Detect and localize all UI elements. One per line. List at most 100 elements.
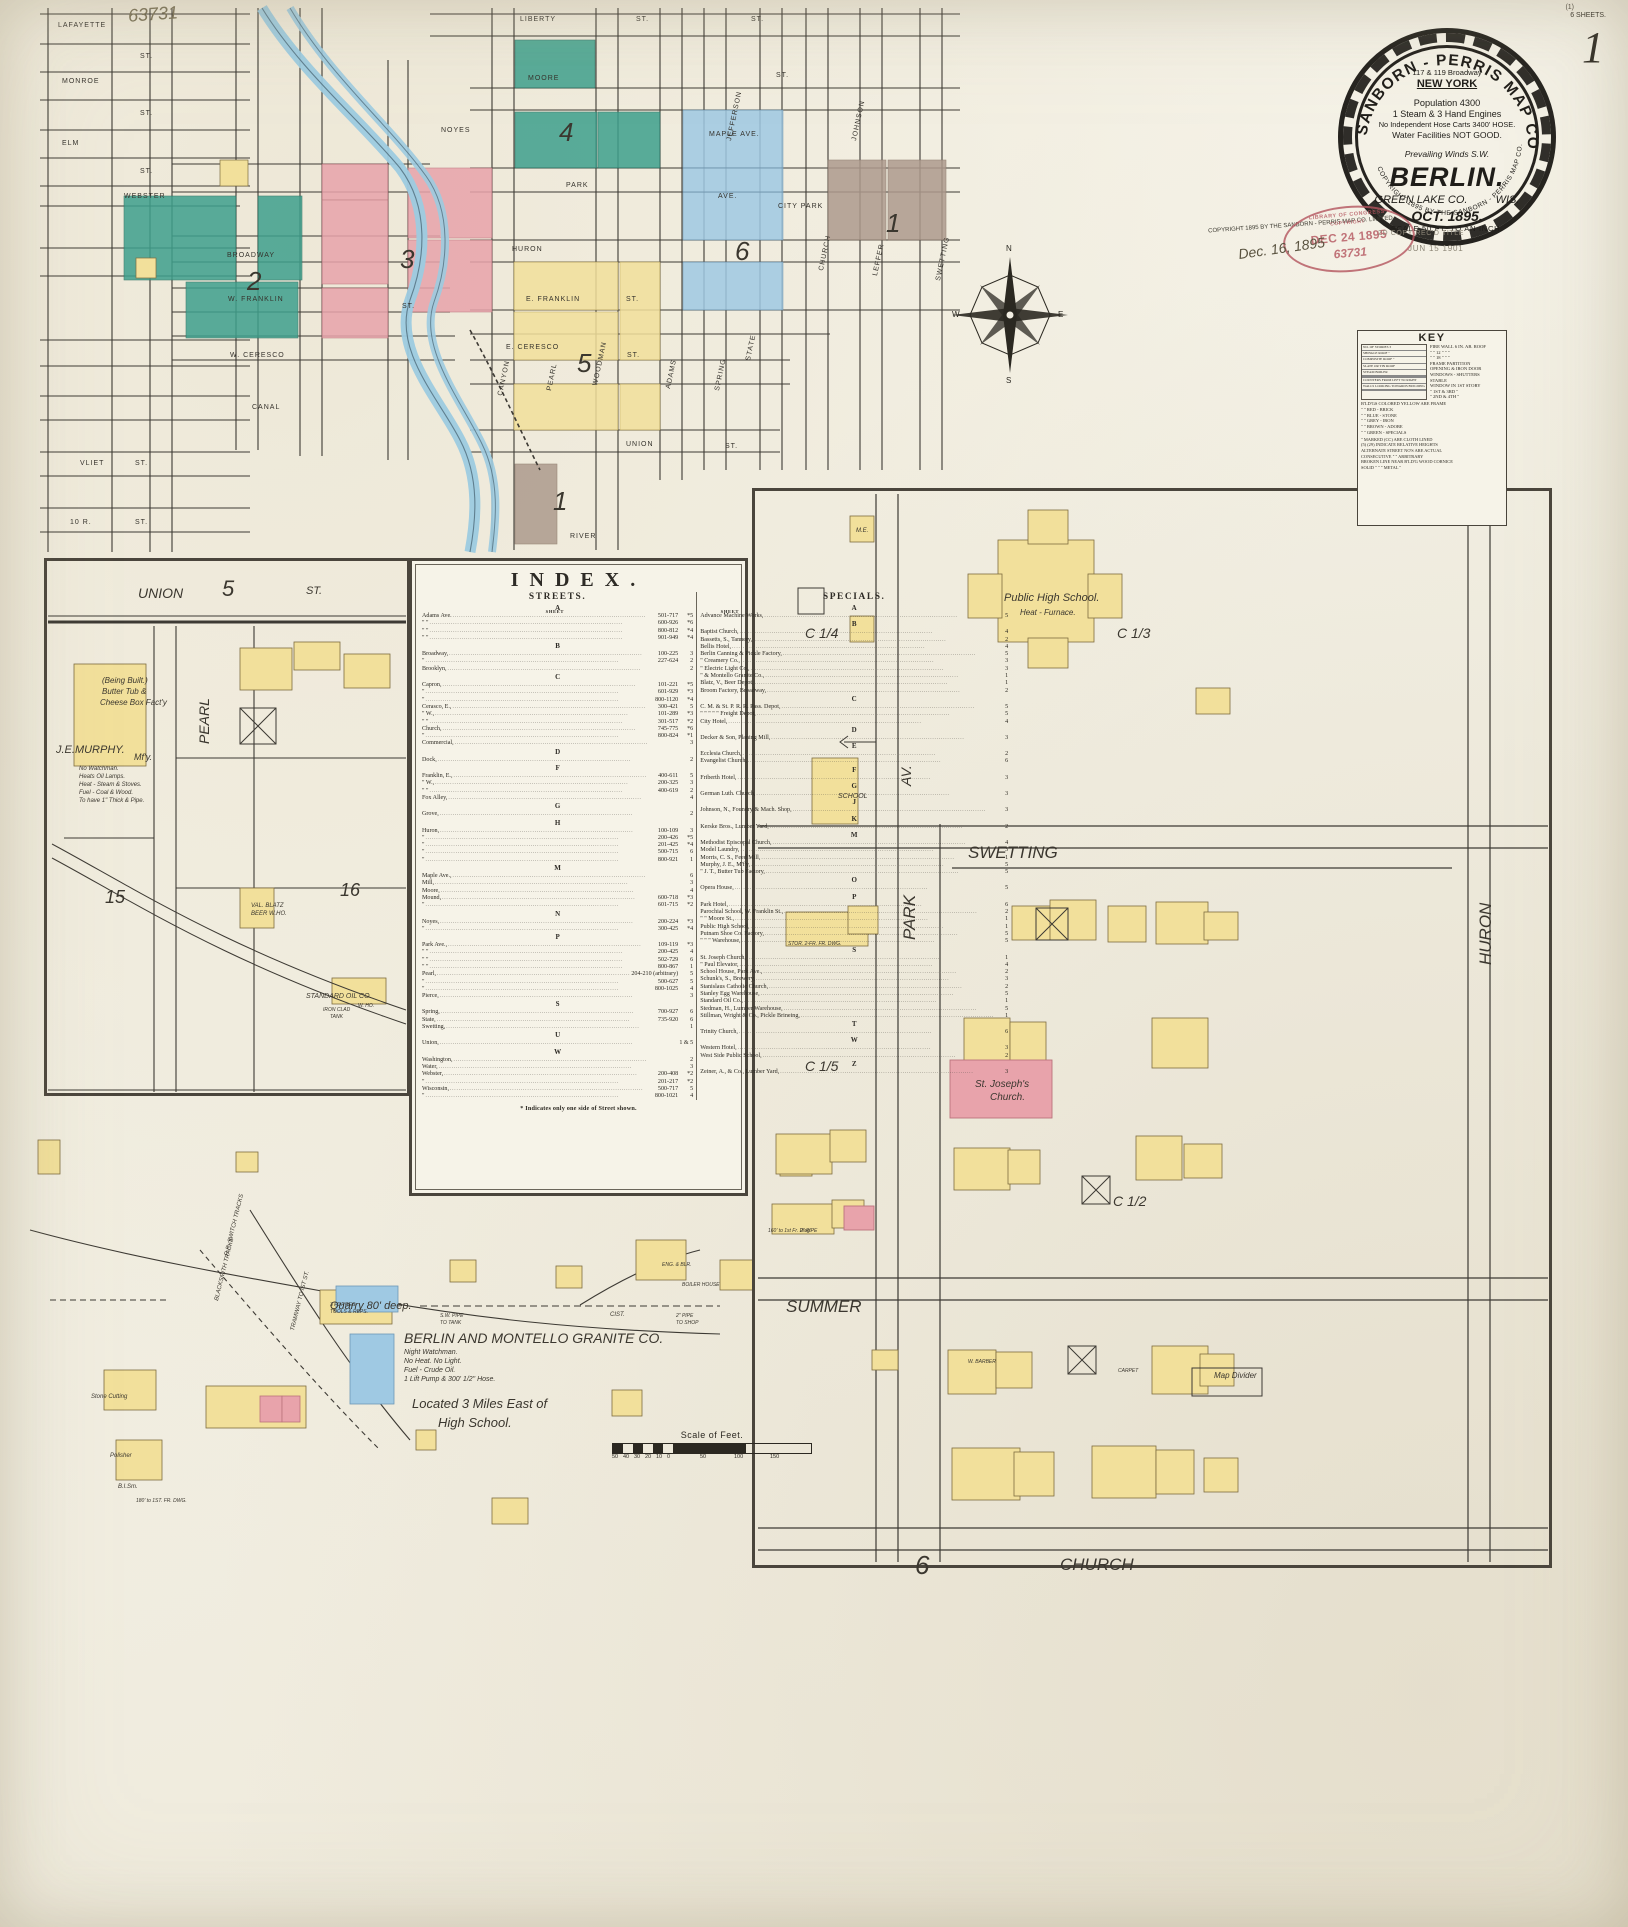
index-entry[interactable]: Union,..................................…: [422, 1040, 693, 1047]
index-entry[interactable]: " ".....................................…: [422, 949, 693, 956]
index-entry[interactable]: Stillman, Wright & Co., Pickle Brineing,…: [700, 1013, 1008, 1020]
index-entry[interactable]: Putnam Shoe Co. Factory,................…: [700, 931, 1008, 938]
index-entry[interactable]: " ".....................................…: [422, 635, 693, 642]
index-entry[interactable]: Washington,.............................…: [422, 1057, 693, 1064]
index-entry[interactable]: " Paul Elevator,........................…: [700, 962, 1008, 969]
index-entry[interactable]: C. M. & St. P. R. R. Pass. Depot,.......…: [700, 704, 1008, 711]
index-entry[interactable]: " ".....................................…: [422, 957, 693, 964]
index-entry[interactable]: ".......................................…: [422, 697, 693, 704]
index-entry[interactable]: Stanislaus Catholic Church,.............…: [700, 984, 1008, 991]
index-entry[interactable]: Wisconsin,..............................…: [422, 1086, 693, 1093]
index-entry[interactable]: Trinity Church,.........................…: [700, 1029, 1008, 1036]
index-entry[interactable]: Model Laundry,..........................…: [700, 847, 1008, 854]
index-entry[interactable]: Zeiner, A., & Co., Lumber Yard,.........…: [700, 1069, 1008, 1076]
index-entry[interactable]: ".......................................…: [422, 733, 693, 740]
index-entry[interactable]: Brooklyn,...............................…: [422, 666, 693, 673]
index-entry[interactable]: ".......................................…: [422, 849, 693, 856]
index-entry[interactable]: Broom Factory, Broadway,................…: [700, 688, 1008, 695]
index-entry[interactable]: " Creamery Co.,.........................…: [700, 658, 1008, 665]
index-entry[interactable]: Moore,..................................…: [422, 888, 693, 895]
index-entry[interactable]: " ".....................................…: [422, 620, 693, 627]
index-entry[interactable]: Methodist Episcopal Church,.............…: [700, 840, 1008, 847]
index-entry[interactable]: Commercial,.............................…: [422, 740, 693, 747]
index-entry[interactable]: " " " " " Freight Depot,................…: [700, 711, 1008, 718]
index-entry[interactable]: West Side Public School,................…: [700, 1053, 1008, 1060]
index-entry[interactable]: " W.,...................................…: [422, 780, 693, 787]
index-entry[interactable]: Noyes,..................................…: [422, 919, 693, 926]
index-entry[interactable]: " W.,...................................…: [422, 711, 693, 718]
index-entry[interactable]: Adams Ave...............................…: [422, 613, 693, 620]
index-entry[interactable]: " " Moore St.,..........................…: [700, 916, 1008, 923]
index-entry[interactable]: Decker & Son, Planing Mill,.............…: [700, 735, 1008, 742]
index-entry[interactable]: ".......................................…: [422, 835, 693, 842]
index-entry[interactable]: School House, Park Ave.,................…: [700, 969, 1008, 976]
index-entry[interactable]: ".......................................…: [422, 658, 693, 665]
index-entry[interactable]: ".......................................…: [422, 986, 693, 993]
index-entry[interactable]: Water,..................................…: [422, 1064, 693, 1071]
index-entry[interactable]: ".......................................…: [422, 842, 693, 849]
index-entry[interactable]: Opera House,............................…: [700, 885, 1008, 892]
index-entry[interactable]: Berlin Canning & Pickle Factory,........…: [700, 651, 1008, 658]
index-entry[interactable]: ".......................................…: [422, 1079, 693, 1086]
index-entry[interactable]: Johnson, N., Foundry & Mach. Shop,......…: [700, 807, 1008, 814]
index-entry[interactable]: Park Hotel,.............................…: [700, 902, 1008, 909]
index-entry[interactable]: Dock,...................................…: [422, 757, 693, 764]
index-entry[interactable]: Pierce,.................................…: [422, 993, 693, 1000]
index-entry[interactable]: Cerasco, E.,............................…: [422, 704, 693, 711]
index-entry[interactable]: Maple Ave.,.............................…: [422, 873, 693, 880]
index-entry[interactable]: Parochial School, W. Franklin St.,......…: [700, 909, 1008, 916]
index-entry[interactable]: Fox Alley,..............................…: [422, 795, 693, 802]
index-entry[interactable]: Evangelist Church,......................…: [700, 758, 1008, 765]
index-entry-name: ": [422, 834, 425, 841]
index-entry[interactable]: Huron,..................................…: [422, 828, 693, 835]
index-entry[interactable]: " ".....................................…: [422, 719, 693, 726]
index-entry[interactable]: Bellis Hotel,...........................…: [700, 644, 1008, 651]
index-entry[interactable]: Public High School,.....................…: [700, 924, 1008, 931]
index-entry[interactable]: Friberth Hotel,.........................…: [700, 775, 1008, 782]
index-entry[interactable]: State,..................................…: [422, 1017, 693, 1024]
index-entry[interactable]: Capron,.................................…: [422, 682, 693, 689]
index-entry[interactable]: ".......................................…: [422, 1093, 693, 1100]
index-entry[interactable]: Schunk's, S., Brewery,..................…: [700, 976, 1008, 983]
index-entry[interactable]: Kerske Bros., Lumber Yard,..............…: [700, 824, 1008, 831]
index-entry[interactable]: Pearl,..................................…: [422, 971, 693, 978]
index-leader-dots: ........................................…: [743, 998, 938, 1005]
index-entry[interactable]: ".......................................…: [422, 902, 693, 909]
index-entry[interactable]: " Electric Light Co.,...................…: [700, 666, 1008, 673]
index-entry[interactable]: Murphy, J. E., M'f'y,...................…: [700, 862, 1008, 869]
index-entry[interactable]: City Hotel,.............................…: [700, 719, 1008, 726]
index-entry[interactable]: Grove,..................................…: [422, 811, 693, 818]
index-entry[interactable]: ".......................................…: [422, 857, 693, 864]
index-entry[interactable]: " " " Warehouse,........................…: [700, 938, 1008, 945]
index-entry[interactable]: " ".....................................…: [422, 788, 693, 795]
index-entry[interactable]: ".......................................…: [422, 689, 693, 696]
index-entry[interactable]: Stedman, H., Lumber Warehouse,..........…: [700, 1006, 1008, 1013]
index-entry[interactable]: Ecclesia Church,........................…: [700, 751, 1008, 758]
index-entry[interactable]: " ".....................................…: [422, 628, 693, 635]
index-entry[interactable]: Church,.................................…: [422, 726, 693, 733]
index-entry[interactable]: Swetting,...............................…: [422, 1024, 693, 1031]
index-entry[interactable]: German Luth. Church,....................…: [700, 791, 1008, 798]
index-entry[interactable]: Baptist Church,.........................…: [700, 629, 1008, 636]
index-entry[interactable]: Franklin, E.,...........................…: [422, 773, 693, 780]
index-entry[interactable]: Spring,.................................…: [422, 1009, 693, 1016]
index-entry[interactable]: Broadway,...............................…: [422, 651, 693, 658]
index-entry[interactable]: Morris, C. S., Feed Mill,...............…: [700, 855, 1008, 862]
index-entry[interactable]: " & Montello Granite Co.,...............…: [700, 673, 1008, 680]
index-entry[interactable]: Webster,................................…: [422, 1071, 693, 1078]
index-entry[interactable]: Standard Oil Co.,.......................…: [700, 998, 1008, 1005]
index-entry[interactable]: Mill,...................................…: [422, 880, 693, 887]
index-entry[interactable]: " J. T., Butter Tub Factory,............…: [700, 869, 1008, 876]
index-entry[interactable]: Western Hotel,..........................…: [700, 1045, 1008, 1052]
index-entry[interactable]: Bassetts, S., Tannery,..................…: [700, 637, 1008, 644]
index-entry[interactable]: Park Ave.,..............................…: [422, 942, 693, 949]
index-entry[interactable]: Blatz, V., Beer Depot,..................…: [700, 680, 1008, 687]
index-entry[interactable]: ".......................................…: [422, 926, 693, 933]
index-entry[interactable]: ".......................................…: [422, 979, 693, 986]
index-entry[interactable]: Stanley Egg Warehouse,..................…: [700, 991, 1008, 998]
index-entry-range: 800-824: [657, 733, 679, 740]
index-entry[interactable]: Mound,..................................…: [422, 895, 693, 902]
index-entry[interactable]: Advance Machine Works,..................…: [700, 613, 1008, 620]
index-entry[interactable]: St. Joseph Church,......................…: [700, 955, 1008, 962]
index-entry[interactable]: " ".....................................…: [422, 964, 693, 971]
